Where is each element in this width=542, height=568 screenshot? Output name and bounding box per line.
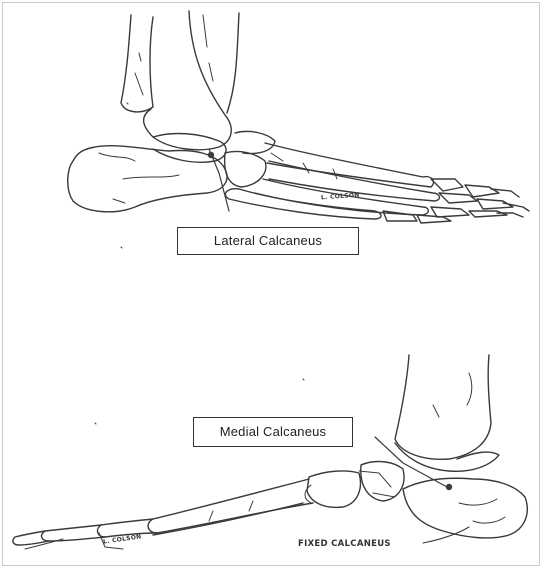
calcaneus-bone <box>67 144 228 213</box>
metatarsal-2 <box>268 160 441 202</box>
medial-calcaneus-label: Medial Calcaneus <box>193 417 353 447</box>
calcaneus-bone-medial <box>402 477 528 539</box>
lateral-calcaneus-label: Lateral Calcaneus <box>177 227 359 255</box>
medial-foot-drawing <box>12 354 528 550</box>
metatarsal-1-medial <box>147 478 314 534</box>
phalanges-medial <box>96 518 158 538</box>
fibula-bone <box>120 14 154 113</box>
tibia-bone-medial <box>394 354 492 461</box>
metatarsal-1 <box>264 142 435 188</box>
phalanges <box>382 178 478 222</box>
tibia-bone <box>143 10 232 151</box>
metatarsal-5 <box>224 187 382 220</box>
navicular-bone <box>360 460 405 502</box>
foot-illustrations <box>12 10 530 550</box>
talus-bone <box>152 132 227 163</box>
cuboid-bone <box>223 150 267 188</box>
talus-bone-medial <box>394 442 500 472</box>
lateral-foot-drawing <box>67 10 530 224</box>
fixed-calcaneus-annotation: FIXED CALCANEUS <box>298 539 391 549</box>
scan-specks <box>94 102 305 425</box>
